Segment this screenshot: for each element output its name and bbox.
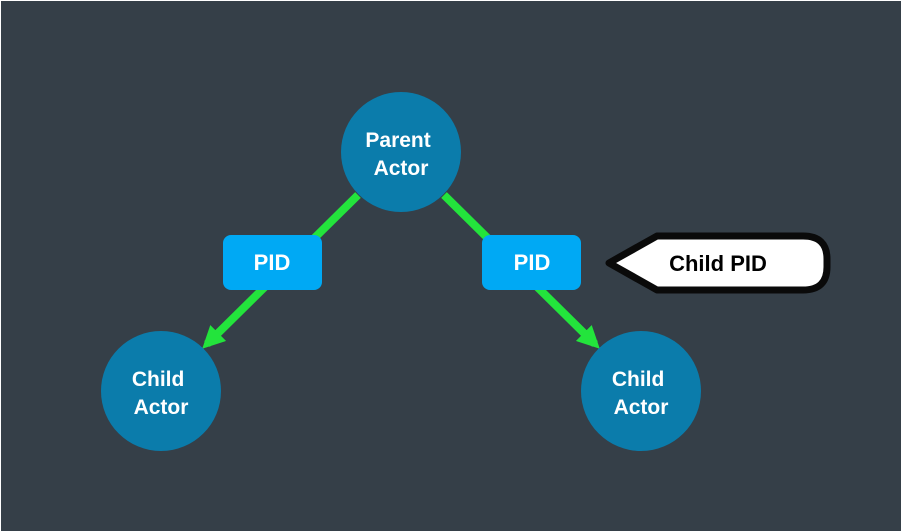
right-child-actor-label: Child Actor [612, 368, 670, 419]
left-child-actor-label: Child Actor [132, 368, 190, 419]
right-pid-node: PID [482, 235, 581, 290]
child-pid-callout: Child PID [605, 232, 831, 294]
child-pid-callout-shape [605, 232, 831, 294]
right-child-actor-node: Child Actor [581, 331, 701, 451]
right-child-actor-circle [581, 331, 701, 451]
parent-actor-circle [341, 92, 461, 212]
left-pid-node: PID [223, 235, 322, 290]
right-pid-label: PID [514, 250, 551, 275]
left-child-actor-node: Child Actor [101, 331, 221, 451]
parent-actor-node: Parent Actor [341, 92, 461, 212]
left-pid-label: PID [254, 250, 291, 275]
left-child-actor-circle [101, 331, 221, 451]
left-pid-box [223, 235, 322, 290]
child-pid-callout-label: Child PID [669, 251, 767, 276]
right-pid-box [482, 235, 581, 290]
parent-actor-label: Parent Actor [365, 129, 436, 180]
